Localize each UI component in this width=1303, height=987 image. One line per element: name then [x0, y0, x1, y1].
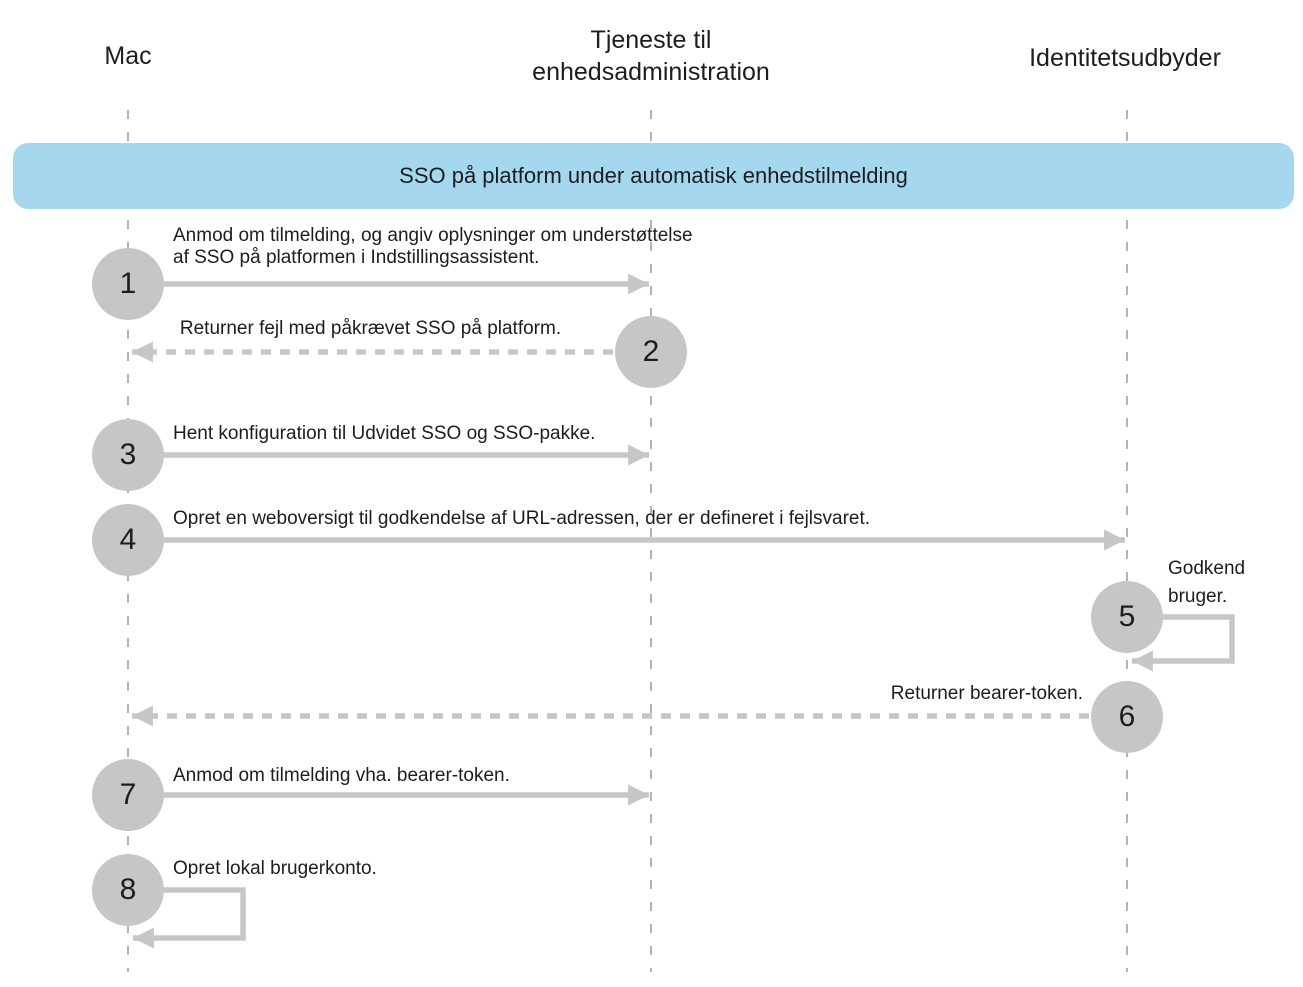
step-2-circle: 2: [615, 316, 687, 388]
step-2-label: Returner fejl med påkrævet SSO på platfo…: [179, 318, 562, 339]
step-8-self-loop-arrow: [133, 887, 246, 949]
step-8-label: Opret lokal brugerkonto.: [173, 858, 377, 879]
actor-device-management-service: Tjeneste til enhedsadministration: [532, 26, 770, 86]
step-5-circle: 5: [1091, 581, 1163, 653]
step-5-label: Godkend bruger.: [1168, 558, 1246, 607]
step-6-label: Returner bearer-token.: [890, 683, 1083, 704]
step-7-circle: 7: [92, 759, 164, 831]
step-4-label: Opret en weboversigt til godkendelse af …: [173, 508, 871, 529]
step-1-circle: 1: [92, 248, 164, 320]
actor-mac: Mac: [104, 42, 152, 70]
step-5-self-loop-arrow: [1132, 614, 1235, 672]
step-8-circle: 8: [92, 854, 164, 926]
step-1-label: Anmod om tilmelding, og angiv oplysninge…: [173, 225, 693, 268]
step-4-circle: 4: [92, 504, 164, 576]
title-banner-label: SSO på platform under automatisk enhedst…: [399, 163, 908, 188]
step-7-label: Anmod om tilmelding vha. bearer-token.: [173, 765, 510, 786]
step-3-label: Hent konfiguration til Udvidet SSO og SS…: [173, 423, 596, 444]
step-6-circle: 6: [1091, 681, 1163, 753]
title-banner: SSO på platform under automatisk enhedst…: [13, 143, 1294, 209]
step-3-circle: 3: [92, 419, 164, 491]
actor-identity-provider: Identitetsudbyder: [1029, 44, 1221, 72]
